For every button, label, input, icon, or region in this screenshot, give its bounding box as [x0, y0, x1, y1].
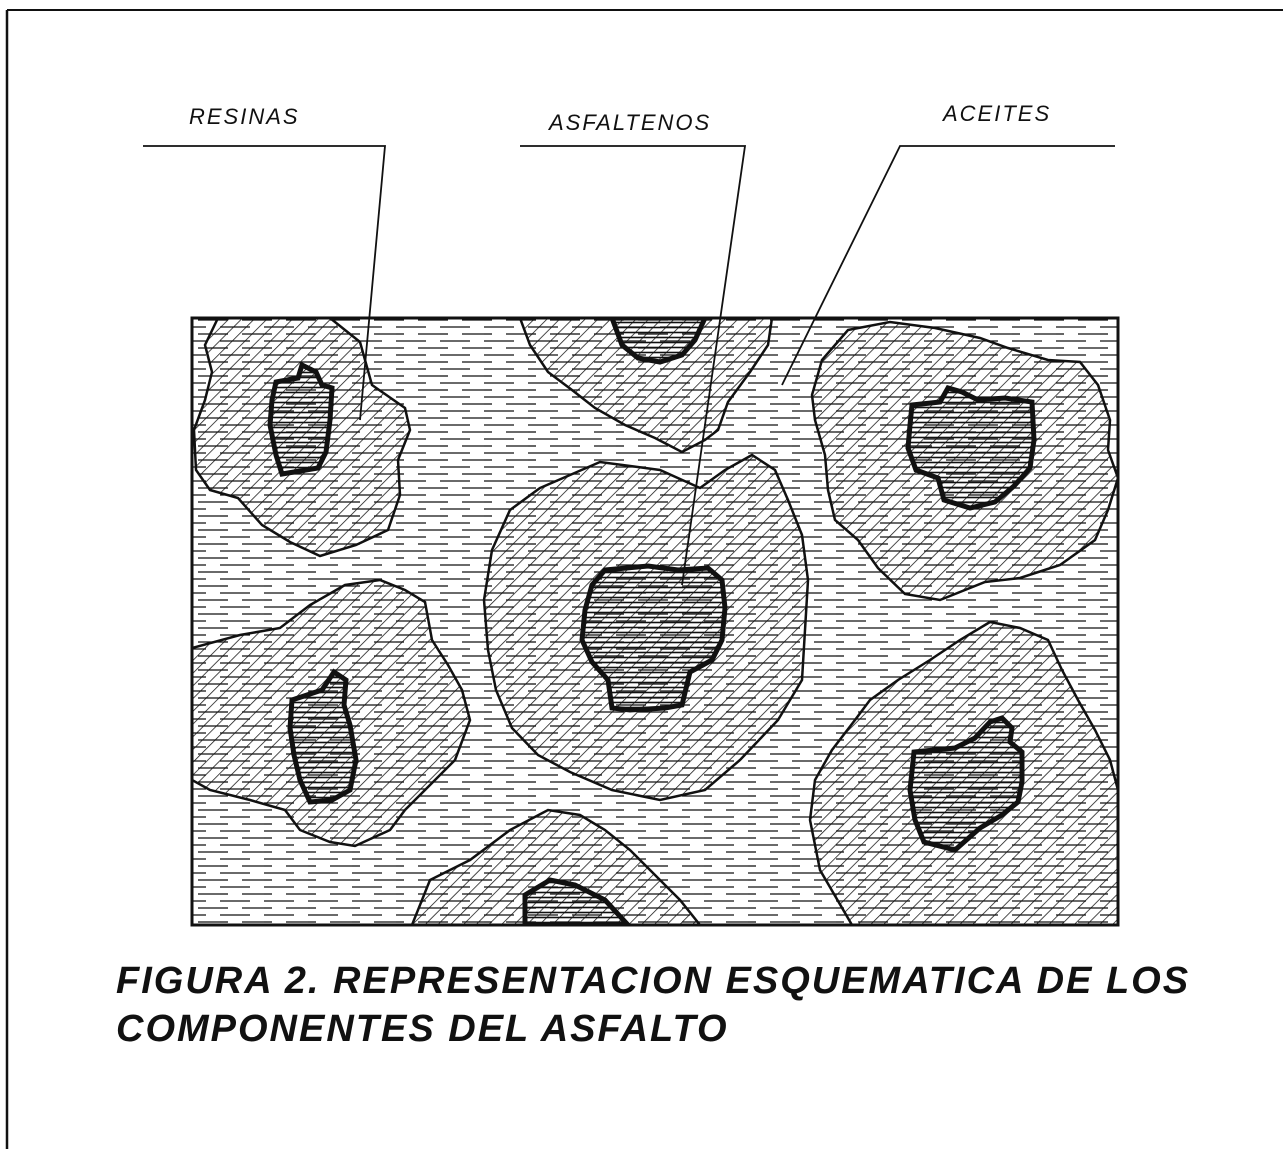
- asphalt-schematic: [192, 318, 1118, 925]
- resin-region-2: [518, 318, 774, 454]
- schematic-border: [190, 316, 1120, 927]
- asphaltene-core-5: [287, 668, 359, 805]
- asphaltene-cores: [267, 318, 1037, 925]
- asphaltene-core-7: [907, 715, 1025, 853]
- resin-region-6: [410, 808, 702, 925]
- asphaltene-core-4: [579, 563, 728, 713]
- asphaltene-core-1: [267, 361, 335, 477]
- label-resinas: RESINAS: [189, 104, 300, 129]
- figure-caption-line-1: FIGURA 2. REPRESENTACION ESQUEMATICA DE …: [116, 960, 1191, 1002]
- label-asfaltenos: ASFALTENOS: [549, 110, 712, 135]
- label-aceites: ACEITES: [943, 101, 1052, 126]
- leader-lines: [143, 145, 1115, 586]
- asphaltene-core-3: [905, 385, 1037, 511]
- leader-resinas: [143, 145, 386, 421]
- leader-aceites: [781, 145, 1115, 386]
- asphaltene-core-6: [522, 877, 632, 925]
- figure-caption-line-2: COMPONENTES DEL ASFALTO: [116, 1008, 729, 1050]
- asphaltene-core-2: [609, 318, 708, 365]
- leader-asfaltenos: [520, 145, 747, 586]
